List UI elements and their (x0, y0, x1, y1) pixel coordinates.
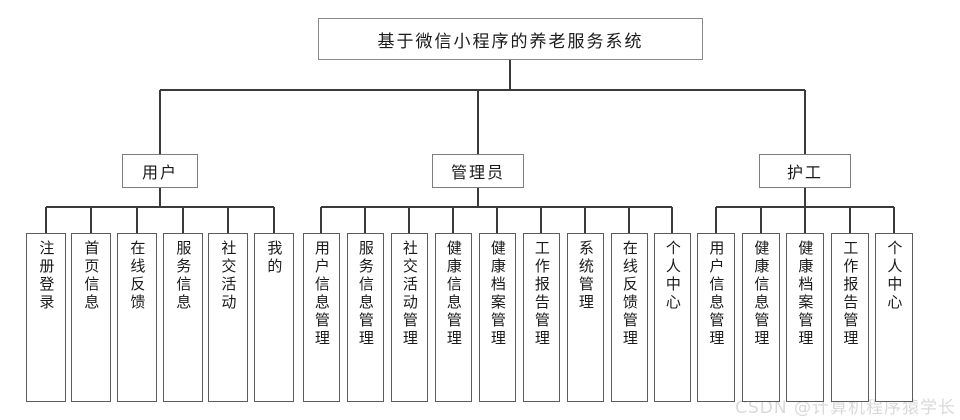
leaf-user-5[interactable]: 我的 (254, 233, 294, 402)
leaf-label: 个人中心 (663, 240, 682, 312)
leaf-admin-8[interactable]: 个人中心 (654, 233, 691, 402)
leaf-admin-3[interactable]: 健康信息管理 (435, 233, 472, 402)
leaf-caregiver-1[interactable]: 健康信息管理 (742, 233, 780, 402)
leaf-caregiver-2[interactable]: 健康档案管理 (786, 233, 824, 402)
leaf-label: 服务信息管理 (356, 240, 375, 348)
node-admin[interactable]: 管理员 (432, 154, 524, 188)
leaf-caregiver-3[interactable]: 工作报告管理 (831, 233, 869, 402)
leaf-admin-0[interactable]: 用户信息管理 (303, 233, 340, 402)
leaf-user-2[interactable]: 在线反馈 (117, 233, 157, 402)
node-user[interactable]: 用户 (122, 154, 198, 188)
leaf-admin-5[interactable]: 工作报告管理 (523, 233, 560, 402)
leaf-label: 系统管理 (576, 240, 595, 312)
leaf-label: 用户信息管理 (707, 240, 726, 348)
leaf-user-1[interactable]: 首页信息 (71, 233, 111, 402)
node-caregiver[interactable]: 护工 (759, 154, 851, 188)
leaf-label: 我的 (265, 240, 284, 276)
leaf-admin-6[interactable]: 系统管理 (567, 233, 604, 402)
leaf-caregiver-4[interactable]: 个人中心 (875, 233, 913, 402)
leaf-admin-4[interactable]: 健康档案管理 (479, 233, 516, 402)
leaf-label: 健康档案管理 (488, 240, 507, 348)
leaf-label: 健康信息管理 (444, 240, 463, 348)
leaf-label: 社交活动 (219, 240, 238, 312)
leaf-user-0[interactable]: 注册登录 (26, 233, 66, 402)
leaf-user-3[interactable]: 服务信息 (163, 233, 203, 402)
leaf-admin-1[interactable]: 服务信息管理 (347, 233, 384, 402)
node-root[interactable]: 基于微信小程序的养老服务系统 (318, 18, 703, 60)
leaf-admin-2[interactable]: 社交活动管理 (391, 233, 428, 402)
node-root-label: 基于微信小程序的养老服务系统 (377, 31, 644, 52)
leaf-label: 注册登录 (37, 240, 56, 312)
leaf-label: 工作报告管理 (841, 240, 860, 348)
leaf-label: 服务信息 (174, 240, 193, 312)
leaf-admin-7[interactable]: 在线反馈管理 (611, 233, 648, 402)
watermark: CSDN @计算机程序猿学长 (735, 398, 956, 418)
leaf-label: 社交活动管理 (400, 240, 419, 348)
leaf-label: 健康信息管理 (752, 240, 771, 348)
leaf-label: 健康档案管理 (796, 240, 815, 348)
leaf-caregiver-0[interactable]: 用户信息管理 (697, 233, 735, 402)
leaf-label: 在线反馈管理 (620, 240, 639, 348)
leaf-label: 个人中心 (885, 240, 904, 312)
leaf-user-4[interactable]: 社交活动 (208, 233, 248, 402)
leaf-label: 在线反馈 (128, 240, 147, 312)
leaf-label: 工作报告管理 (532, 240, 551, 348)
node-admin-label: 管理员 (450, 163, 505, 182)
leaf-label: 用户信息管理 (312, 240, 331, 348)
node-caregiver-label: 护工 (786, 163, 823, 182)
node-user-label: 用户 (141, 163, 178, 182)
leaf-label: 首页信息 (82, 240, 101, 312)
